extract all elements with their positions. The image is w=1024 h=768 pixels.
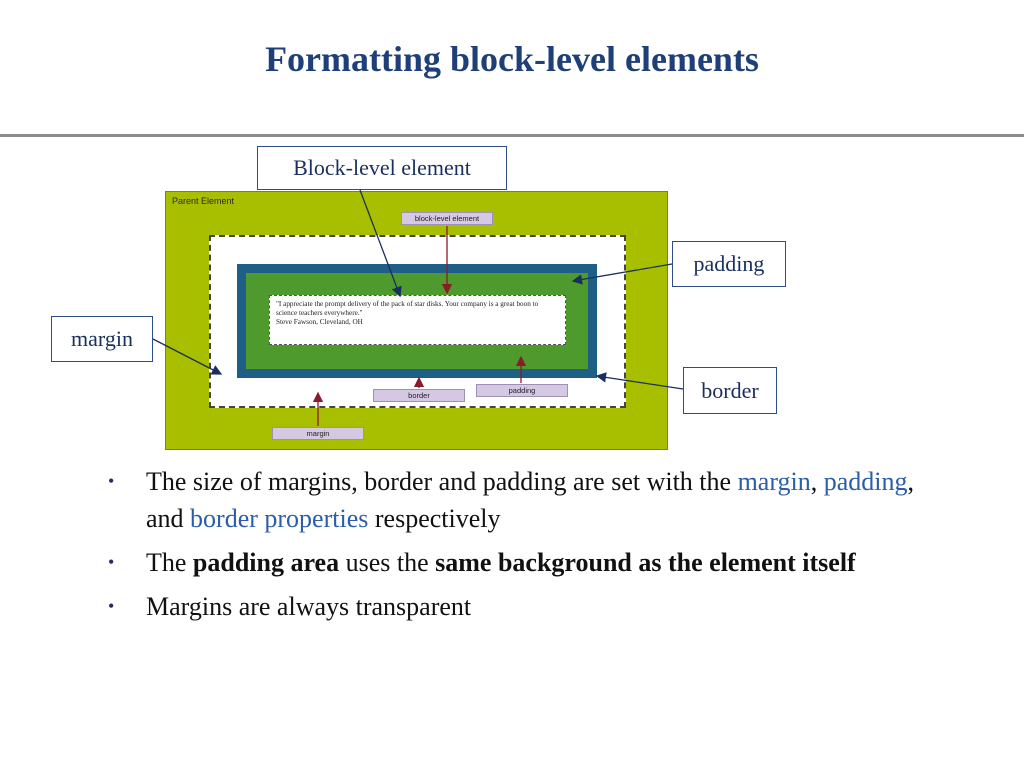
slide-title: Formatting block-level elements [265,39,759,79]
arrow-callout-margin [152,338,223,375]
bullet-item-1: • The size of margins, border and paddin… [106,463,946,537]
bullet-item-2: • The padding area uses the same backgro… [106,544,946,581]
tag-border: border [373,389,465,402]
tag-margin: margin [272,427,364,440]
content-quote: "I appreciate the prompt delivery of the… [269,295,566,345]
arrow-callout-block-level [359,189,402,298]
bullet-marker: • [108,596,115,616]
arrow-callout-border [595,372,684,390]
bold-same-background: same background as the element itself [435,548,856,577]
bold-padding-area: padding area [192,548,340,577]
bullet-list: • The size of margins, border and paddin… [106,463,946,632]
tag-block-level-element: block-level element [401,212,493,225]
callout-padding: padding [672,241,786,287]
keyword-padding: padding [823,467,908,496]
arrow-callout-padding [571,263,673,285]
parent-element-label: Parent Element [172,196,235,206]
tag-padding: padding [476,384,568,397]
bullet-item-3: • Margins are always transparent [106,588,946,625]
bullet-marker: • [108,552,115,572]
callout-block-level-element: Block-level element [257,146,507,190]
keyword-margin: margin [737,467,811,496]
keyword-border-properties: border properties [190,504,369,533]
title-divider [0,134,1024,137]
callout-margin: margin [51,316,153,362]
quote-text: "I appreciate the prompt delivery of the… [276,300,539,326]
callout-border: border [683,367,777,414]
bullet-marker: • [108,471,115,491]
